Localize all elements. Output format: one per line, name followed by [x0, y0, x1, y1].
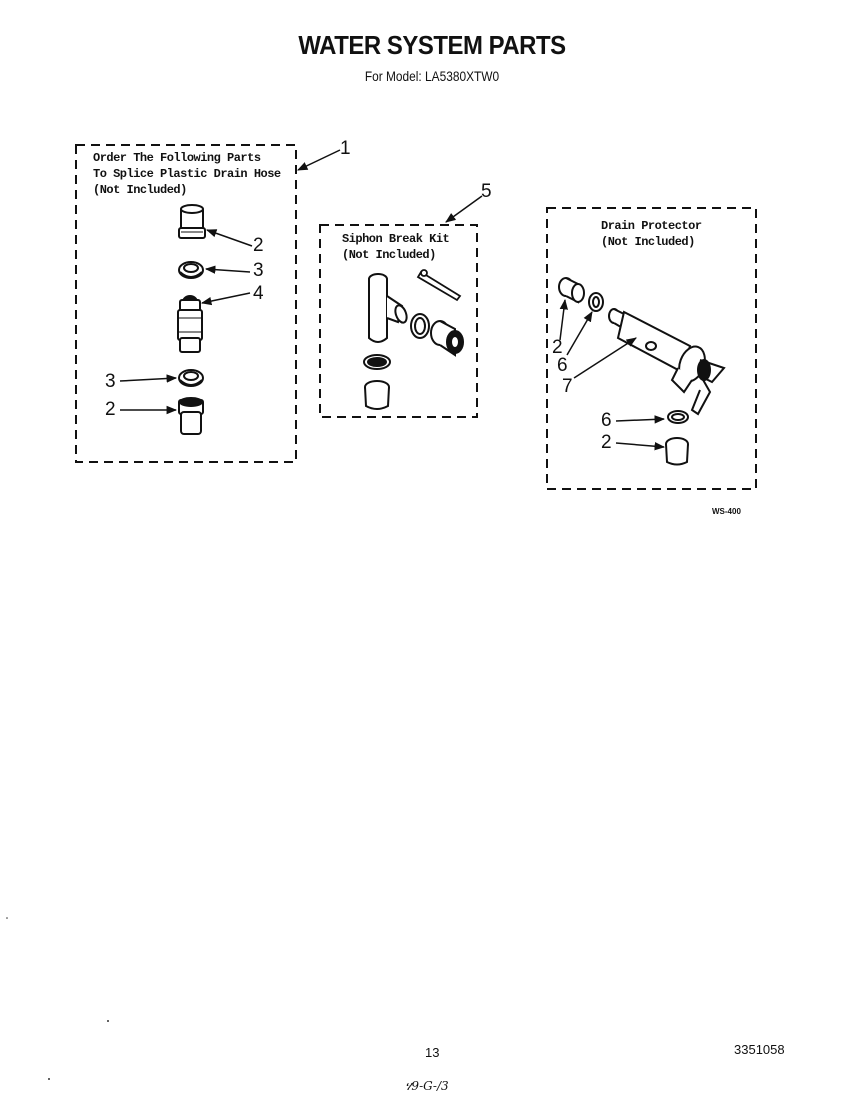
scan-speck — [6, 917, 8, 919]
drain-clamp-ring-left — [588, 292, 604, 312]
splice-heading-line: Order The Following Parts — [93, 151, 261, 165]
handwritten-note: ሃ9-G-/3 — [405, 1079, 449, 1093]
leader-2a — [206, 229, 253, 247]
siphon-ring-lower — [363, 354, 391, 370]
drain-clamp-ring-lower — [667, 410, 689, 424]
splice-heading-line: (Not Included) — [93, 183, 187, 197]
callout-2: 2 — [253, 235, 264, 256]
leader-5 — [445, 195, 483, 223]
callout-4: 4 — [253, 283, 264, 304]
clamp-ring-top — [178, 261, 204, 279]
hose-connector-bottom — [178, 397, 204, 435]
siphon-elbow-connector — [430, 320, 464, 357]
siphon-heading-line: (Not Included) — [342, 248, 436, 262]
siphon-clamp-ring — [410, 313, 430, 339]
callout-3: 3 — [253, 260, 264, 281]
callout-5: 5 — [481, 181, 492, 202]
drain-box-heading: Drain Protector (Not Included) — [601, 218, 702, 250]
document-number: 3351058 — [734, 1042, 785, 1057]
clamp-ring-bottom — [178, 369, 204, 387]
drain-heading-line: (Not Included) — [601, 235, 695, 249]
siphon-tee — [368, 273, 408, 343]
callout-1: 1 — [340, 138, 351, 159]
leader-3b — [119, 374, 178, 383]
drain-connector-lower — [665, 437, 689, 466]
splice-parts-box — [75, 144, 297, 463]
leader-3a — [204, 265, 251, 274]
figure-code: WS-400 — [712, 507, 741, 516]
siphon-connector-lower — [364, 380, 390, 410]
scan-speck — [107, 1020, 109, 1022]
callout-6: 6 — [601, 410, 612, 431]
callout-3: 3 — [105, 371, 116, 392]
leader-6a — [566, 311, 593, 356]
callout-2: 2 — [552, 337, 563, 358]
drain-connector-left — [558, 277, 585, 304]
leader-7 — [573, 337, 637, 379]
siphon-clip — [416, 269, 462, 302]
siphon-break-kit-box — [319, 224, 478, 418]
page-number: 13 — [425, 1045, 440, 1060]
leader-6b — [615, 415, 666, 424]
drain-heading-line: Drain Protector — [601, 219, 702, 233]
drain-protector-body — [608, 308, 726, 416]
page-title: WATER SYSTEM PARTS — [298, 30, 566, 60]
leader-4 — [200, 292, 251, 306]
leader-2c — [559, 298, 568, 341]
siphon-box-heading: Siphon Break Kit (Not Included) — [342, 231, 450, 263]
scan-speck — [48, 1078, 50, 1080]
hose-connector-top — [178, 204, 206, 239]
splice-heading-line: To Splice Plastic Drain Hose — [93, 167, 281, 181]
hose-coupling — [177, 295, 203, 353]
drain-protector-box — [546, 207, 757, 490]
splice-box-heading: Order The Following Parts To Splice Plas… — [93, 150, 281, 198]
callout-2: 2 — [601, 432, 612, 453]
callout-6: 6 — [557, 355, 568, 376]
callout-7: 7 — [562, 376, 573, 397]
callout-2: 2 — [105, 399, 116, 420]
leader-1 — [297, 149, 341, 171]
siphon-heading-line: Siphon Break Kit — [342, 232, 450, 246]
model-subtitle: For Model: LA5380XTW0 — [364, 68, 500, 84]
leader-2d — [615, 442, 666, 451]
